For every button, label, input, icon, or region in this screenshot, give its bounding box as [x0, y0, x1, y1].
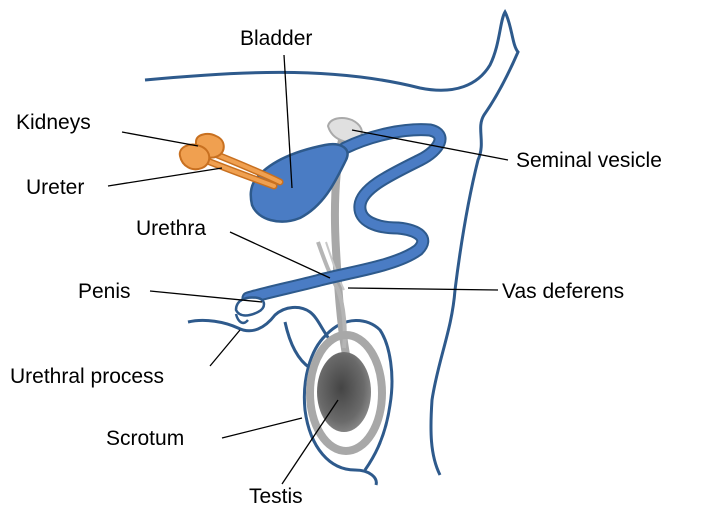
kidney-front: [180, 145, 209, 170]
label-scrotum: Scrotum: [106, 428, 184, 449]
label-urethra: Urethra: [136, 218, 206, 239]
belly-to-scrotum-outline: [285, 322, 310, 368]
leader-urethral-process: [210, 330, 240, 366]
leader-ureter: [108, 168, 222, 186]
label-vas-deferens: Vas deferens: [502, 281, 624, 302]
leader-urethra: [230, 232, 330, 278]
label-kidneys: Kidneys: [16, 112, 91, 133]
leader-kidneys: [122, 132, 198, 146]
leader-scrotum: [222, 418, 302, 438]
label-seminal-vesicle: Seminal vesicle: [516, 150, 662, 171]
label-penis: Penis: [78, 281, 131, 302]
label-urethral-process: Urethral process: [10, 366, 164, 387]
label-bladder: Bladder: [240, 28, 312, 49]
label-ureter: Ureter: [26, 177, 84, 198]
leader-vas-deferens: [348, 288, 498, 290]
label-testis: Testis: [249, 486, 303, 507]
